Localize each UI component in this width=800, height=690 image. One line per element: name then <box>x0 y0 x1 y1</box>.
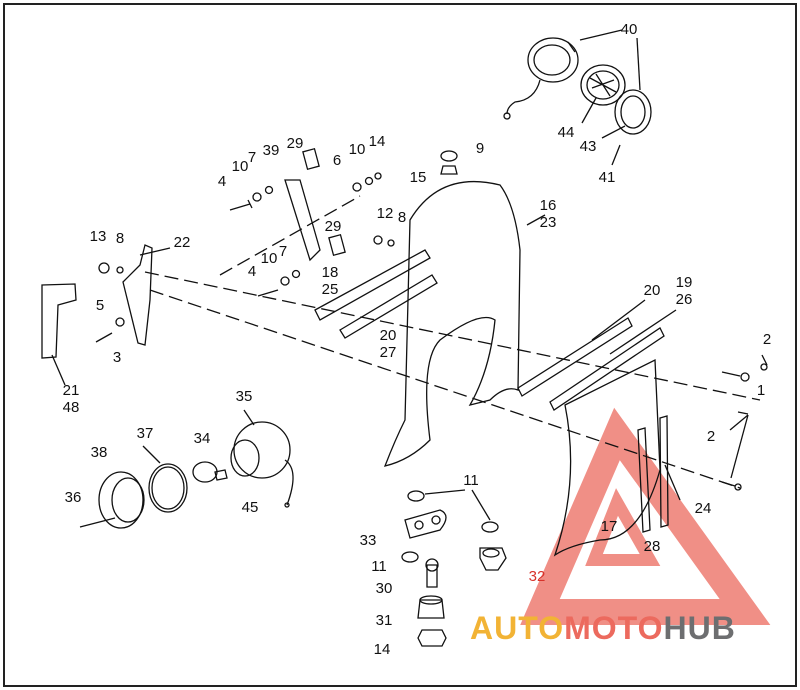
callout-43: 43 <box>580 138 597 155</box>
callout-10: 10 <box>349 141 366 158</box>
callout-12: 12 <box>377 205 394 222</box>
callout-31: 31 <box>376 612 393 629</box>
callout-37: 37 <box>137 425 154 442</box>
callout-11: 11 <box>463 472 479 489</box>
callout-27: 27 <box>380 344 397 361</box>
callout-17: 17 <box>601 518 618 535</box>
callout-4: 4 <box>248 263 256 280</box>
callout-9: 9 <box>476 140 484 157</box>
callout-2: 2 <box>707 428 715 445</box>
callout-40: 40 <box>621 21 638 38</box>
callout-36: 36 <box>65 489 82 506</box>
diagram-lines <box>41 29 768 647</box>
callout-3: 3 <box>113 349 121 366</box>
callout-32: 32 <box>529 568 546 585</box>
callout-39: 39 <box>263 142 280 159</box>
callout-38: 38 <box>91 444 108 461</box>
callout-25: 25 <box>322 281 339 298</box>
callout-28: 28 <box>644 538 661 555</box>
callout-30: 30 <box>376 580 393 597</box>
callout-7: 7 <box>279 243 287 260</box>
watermark-logo: AUTOMOTOHUB <box>470 610 736 647</box>
callout-2: 2 <box>763 331 771 348</box>
callout-4: 4 <box>218 173 226 190</box>
callout-7: 7 <box>248 149 256 166</box>
callout-15: 15 <box>410 169 427 186</box>
callout-11: 11 <box>371 558 387 575</box>
callout-21: 21 <box>63 382 80 399</box>
callout-41: 41 <box>599 169 616 186</box>
callout-14: 14 <box>369 133 386 150</box>
diagram-frame <box>3 3 797 687</box>
callout-33: 33 <box>360 532 377 549</box>
callout-44: 44 <box>558 124 575 141</box>
callout-45: 45 <box>242 499 259 516</box>
watermark-part-hub: HUB <box>663 610 736 646</box>
callout-20: 20 <box>380 327 397 344</box>
callout-1: 1 <box>757 382 765 399</box>
callout-48: 48 <box>63 399 80 416</box>
callout-29: 29 <box>325 218 342 235</box>
callout-14: 14 <box>374 641 391 658</box>
callout-24: 24 <box>695 500 712 517</box>
callout-23: 23 <box>540 214 557 231</box>
callout-34: 34 <box>194 430 211 447</box>
watermark-part-moto: MOTO <box>564 610 664 646</box>
callout-10: 10 <box>261 250 278 267</box>
callout-29: 29 <box>287 135 304 152</box>
callout-16: 16 <box>540 197 557 214</box>
callout-22: 22 <box>174 234 191 251</box>
callout-35: 35 <box>236 388 253 405</box>
callout-8: 8 <box>398 209 406 226</box>
callout-26: 26 <box>676 291 693 308</box>
callout-20: 20 <box>644 282 661 299</box>
callout-5: 5 <box>96 297 104 314</box>
callout-18: 18 <box>322 264 339 281</box>
watermark-triangle <box>520 407 771 625</box>
callout-6: 6 <box>333 152 341 169</box>
callout-19: 19 <box>676 274 693 291</box>
callout-10: 10 <box>232 158 249 175</box>
callout-13: 13 <box>90 228 107 245</box>
callout-8: 8 <box>116 230 124 247</box>
watermark-part-auto: AUTO <box>470 610 565 646</box>
